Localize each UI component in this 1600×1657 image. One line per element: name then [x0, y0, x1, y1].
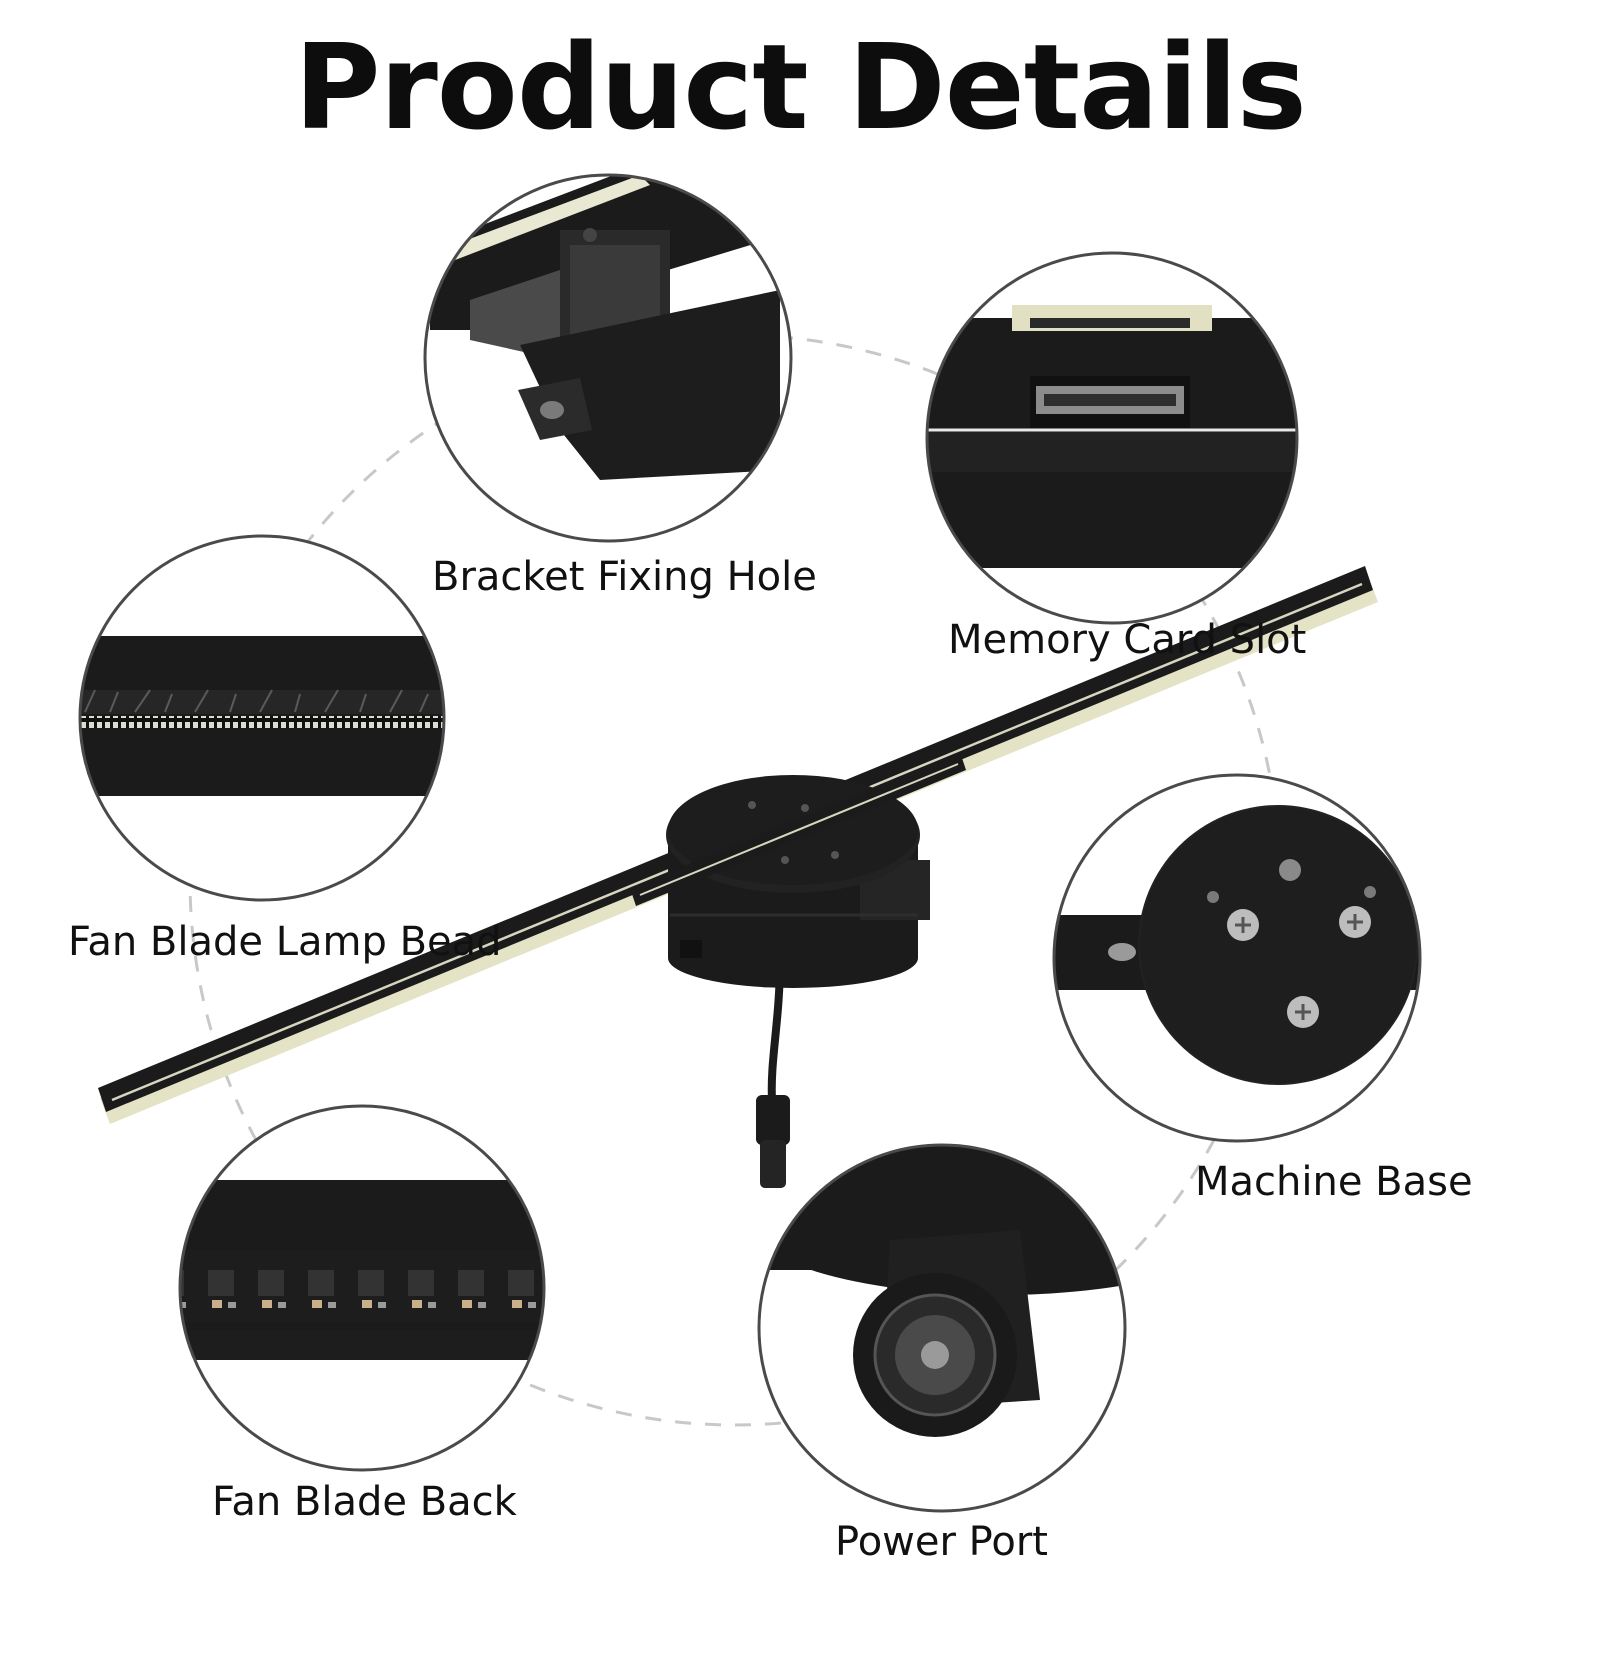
label-fan-blade-back: Fan Blade Back — [212, 1479, 517, 1525]
label-machine-base: Machine Base — [1195, 1159, 1473, 1205]
page-title: Product Details — [294, 18, 1307, 156]
fan-blade-lamp-bead-detail — [78, 534, 446, 902]
bracket-fixing-hole-detail — [423, 173, 793, 543]
fan-blade-back-detail — [178, 1104, 546, 1472]
power-port-detail — [757, 1143, 1127, 1513]
power-cable — [756, 959, 790, 1188]
label-power-port: Power Port — [835, 1519, 1048, 1565]
label-bracket-fixing-hole: Bracket Fixing Hole — [432, 554, 817, 600]
hologram-fan-device — [98, 566, 1378, 1188]
motor-body — [666, 775, 930, 988]
label-memory-card-slot: Memory Card Slot — [948, 617, 1307, 663]
label-fan-blade-lamp-bead: Fan Blade Lamp Bead — [68, 919, 502, 965]
memory-card-slot-detail — [925, 251, 1299, 625]
machine-base-detail — [1052, 773, 1422, 1143]
